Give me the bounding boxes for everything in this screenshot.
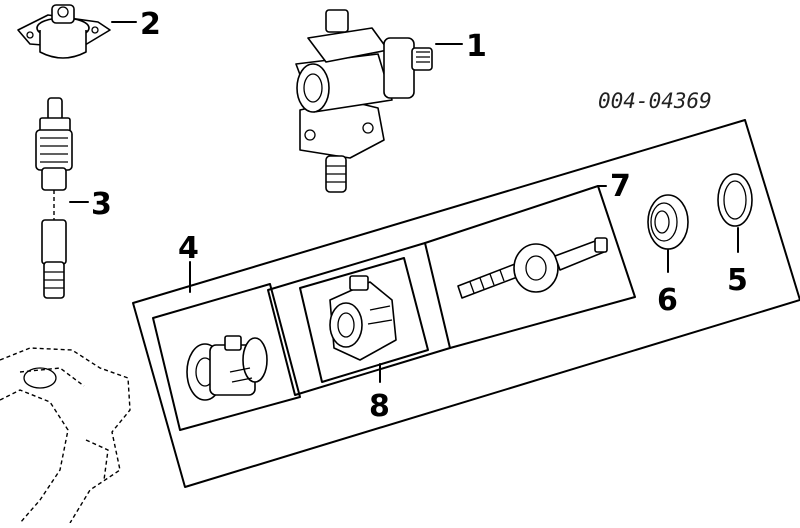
- callout-3: 3: [91, 187, 112, 222]
- callout-2: 2: [140, 7, 161, 42]
- callout-5: 5: [727, 263, 748, 298]
- mount-bracket-part: [17, 4, 111, 59]
- oil-seal-part: [647, 194, 689, 250]
- housing-part: [329, 275, 397, 361]
- kit-outline-box: [132, 119, 800, 488]
- callout-1: 1: [466, 29, 487, 64]
- chassis-outline: [0, 347, 131, 524]
- steering-gear-box-part: [295, 9, 433, 193]
- callout-8: 8: [369, 389, 390, 424]
- universal-joint-part: [186, 335, 268, 401]
- joint-subbox: [152, 283, 301, 431]
- part-number: 004-04369: [598, 89, 712, 113]
- intermediate-shaft-part: [35, 97, 73, 299]
- shaft-subbox: [424, 185, 636, 349]
- housing-subbox-inner: [299, 257, 429, 383]
- input-shaft-part: [457, 237, 608, 299]
- callout-7: 7: [610, 169, 631, 204]
- callout-6: 6: [657, 283, 678, 318]
- snap-ring-part: [717, 173, 753, 227]
- callout-4: 4: [178, 231, 199, 266]
